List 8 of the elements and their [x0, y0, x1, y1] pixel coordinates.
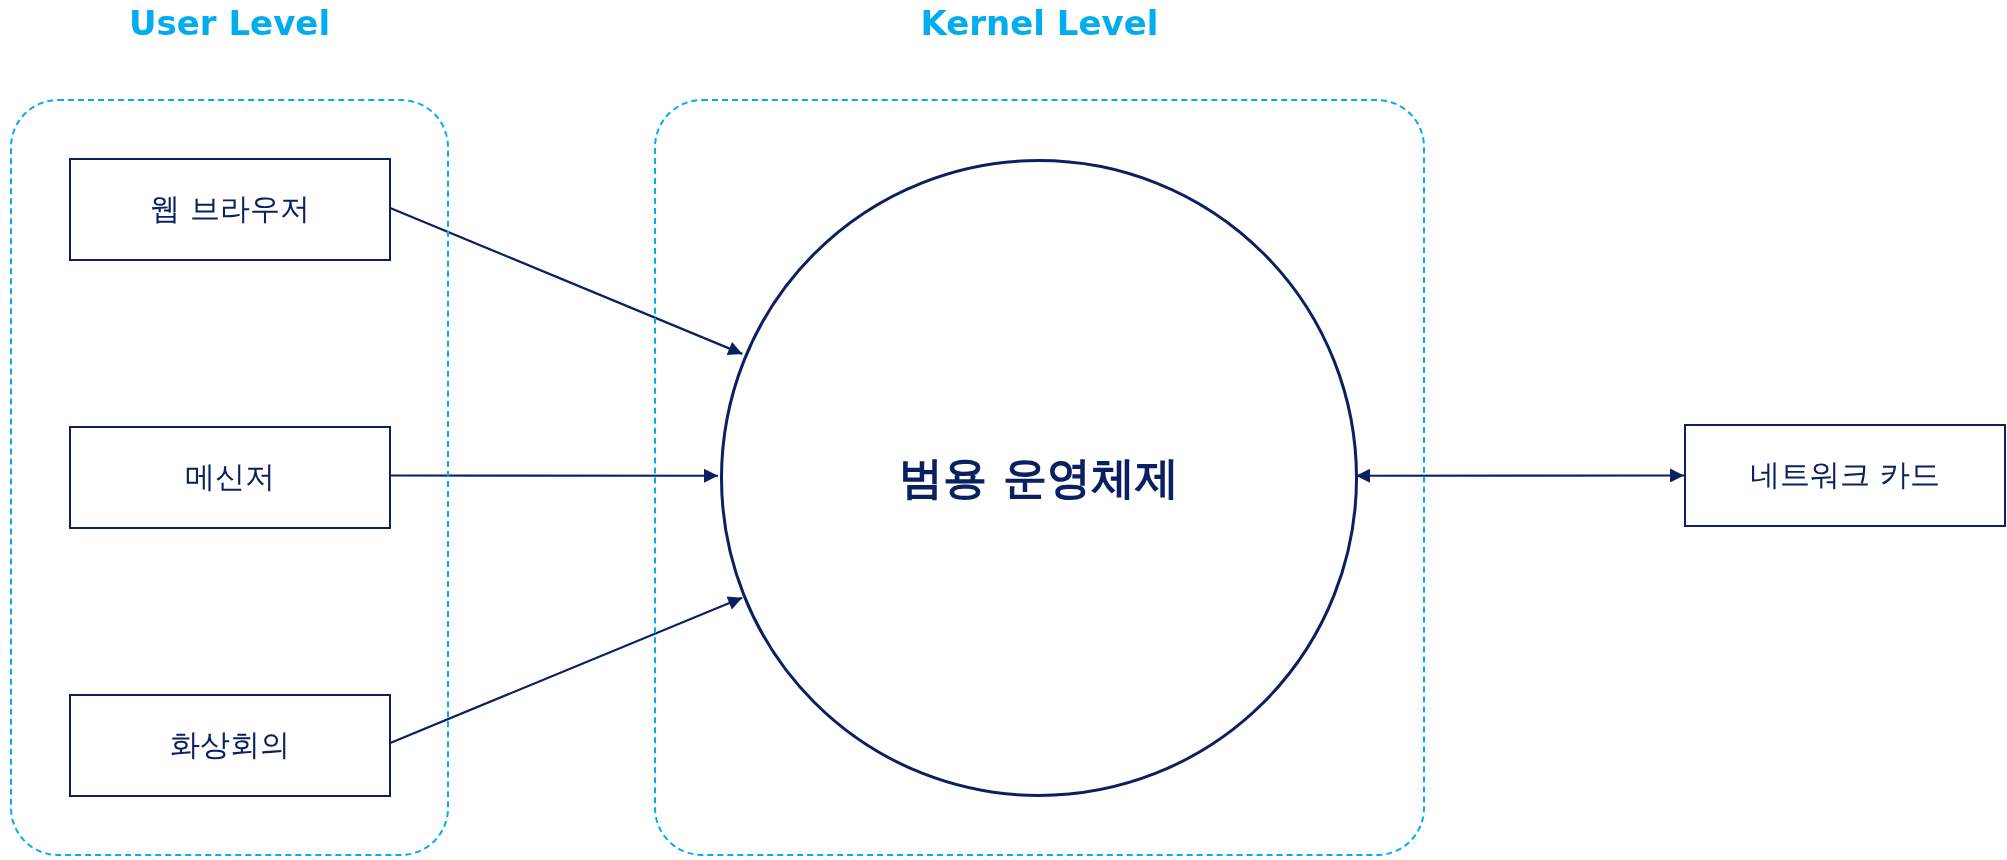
- process-box: 메신저: [69, 426, 391, 529]
- process-box: 웹 브라우저: [69, 158, 391, 261]
- process-circle: 범용 운영체제: [720, 159, 1358, 797]
- group-heading: Kernel Level: [919, 3, 1160, 43]
- process-box: 화상회의: [69, 694, 391, 797]
- arrow: [1356, 468, 1684, 483]
- process-box: 네트워크 카드: [1684, 424, 2006, 527]
- group-heading: User Level: [127, 3, 332, 43]
